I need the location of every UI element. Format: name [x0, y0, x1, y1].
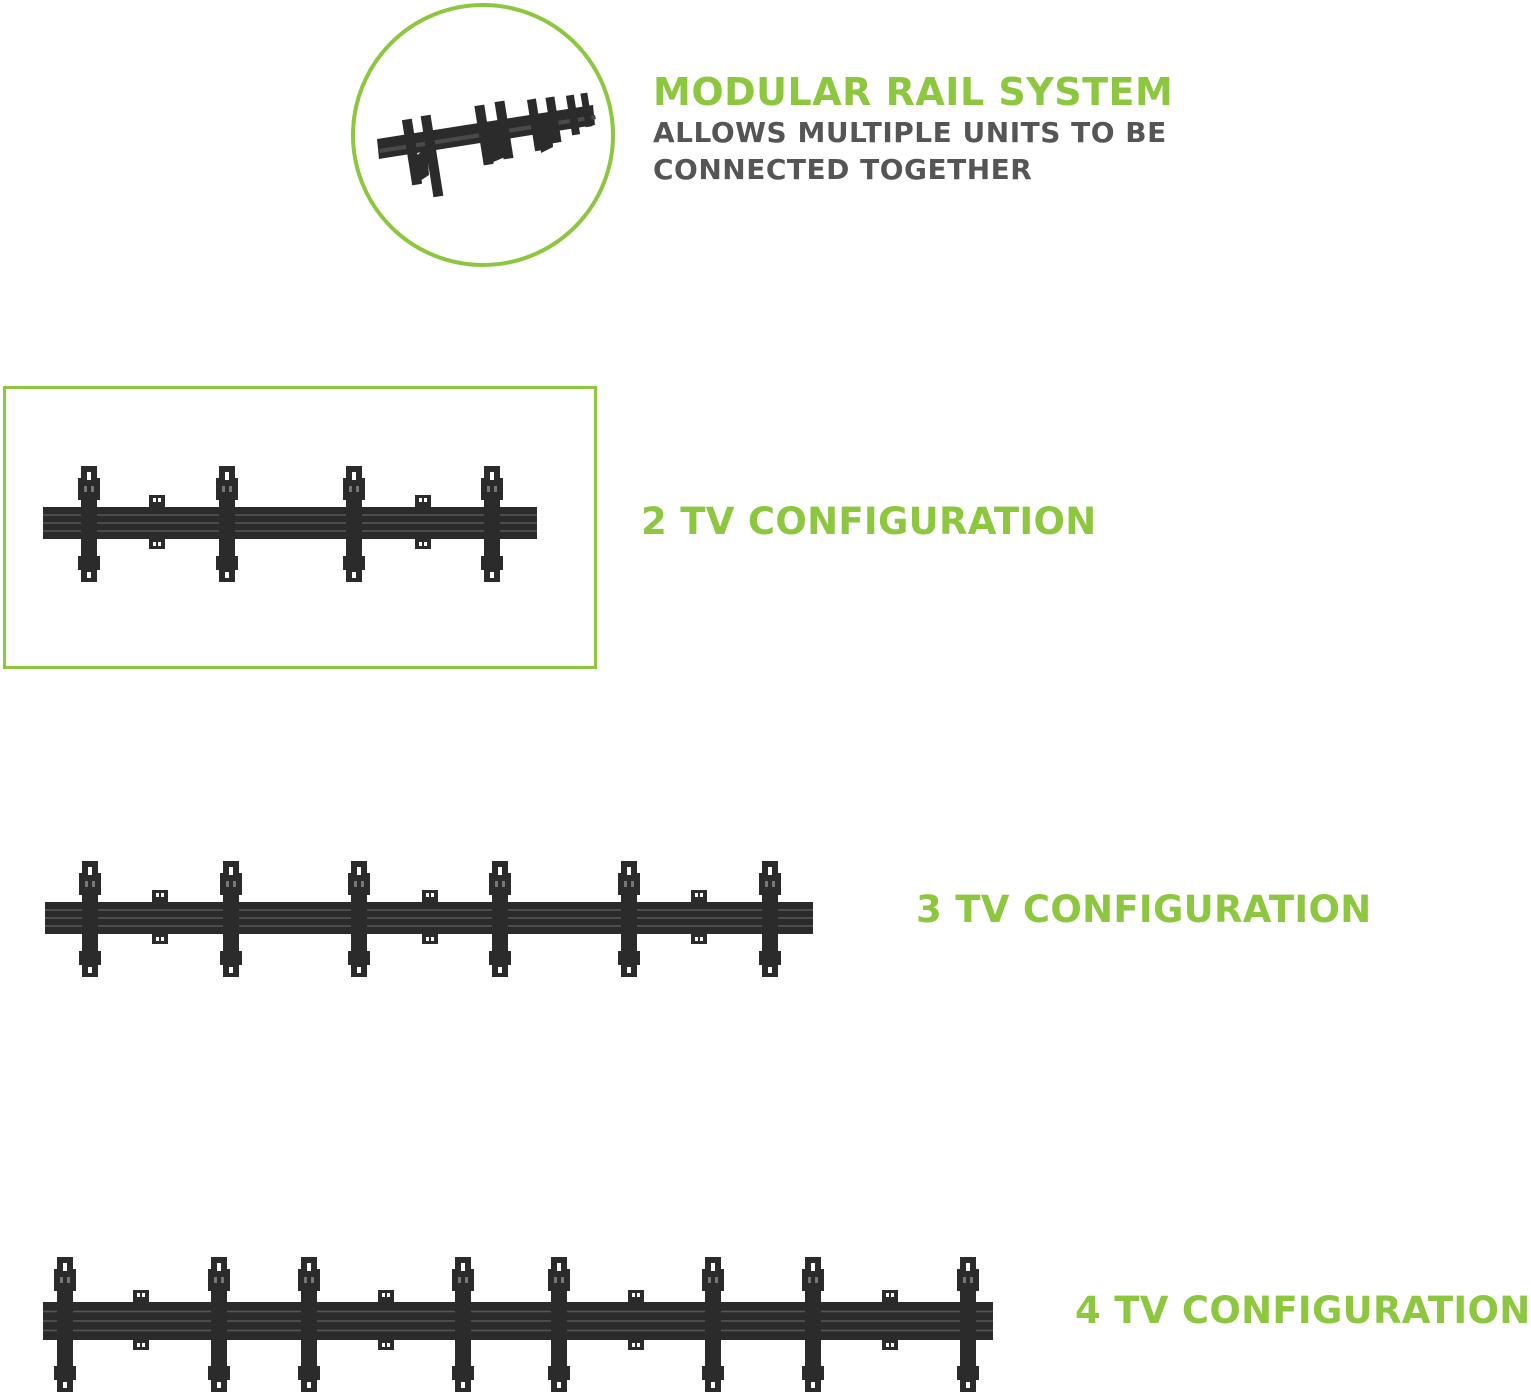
upright-bracket	[343, 466, 365, 582]
rail-groove	[43, 514, 537, 516]
rail-clip	[149, 495, 165, 549]
rail-clip	[133, 1290, 149, 1350]
rail-groove	[43, 1320, 993, 1322]
rail-mount-icon	[43, 466, 537, 582]
upright-bracket	[481, 466, 503, 582]
rail-clip	[378, 1290, 394, 1350]
config-label-3tv: 3 TV CONFIGURATION	[916, 888, 1372, 931]
upright-bracket	[957, 1257, 979, 1392]
upright-bracket	[548, 1257, 570, 1392]
rail-mount-icon	[45, 861, 813, 977]
config-label-2tv: 2 TV CONFIGURATION	[641, 500, 1097, 543]
rail-groove	[43, 1329, 993, 1332]
upright-bracket	[489, 861, 511, 977]
upright-bracket	[759, 861, 781, 977]
rail-clip	[415, 495, 431, 549]
upright-bracket	[802, 1257, 824, 1392]
rail-clip	[628, 1290, 644, 1350]
upright-bracket	[452, 1257, 474, 1392]
upright-bracket	[79, 861, 101, 977]
rail-clip	[882, 1290, 898, 1350]
rail-clip	[422, 890, 438, 944]
rail-groove	[43, 522, 537, 524]
subtitle-line-2: CONNECTED TOGETHER	[653, 153, 1033, 186]
upright-bracket	[54, 1257, 76, 1392]
upright-bracket	[78, 466, 100, 582]
selected-config-frame	[3, 386, 597, 669]
rail-mount-icon	[43, 1257, 993, 1392]
modular-rail-photo-icon	[351, 3, 615, 267]
upright-bracket	[208, 1257, 230, 1392]
rail-groove	[43, 530, 537, 532]
subtitle-line-1: ALLOWS MULTIPLE UNITS TO BE	[653, 116, 1167, 149]
rail-groove	[45, 925, 813, 927]
config-label-4tv: 4 TV CONFIGURATION	[1075, 1289, 1531, 1332]
rail-groove	[45, 909, 813, 911]
upright-bracket	[220, 861, 242, 977]
upright-bracket	[702, 1257, 724, 1392]
upright-bracket	[216, 466, 238, 582]
page-title: MODULAR RAIL SYSTEM	[653, 70, 1174, 114]
rail-clip	[152, 890, 168, 944]
upright-bracket	[298, 1257, 320, 1392]
upright-bracket	[348, 861, 370, 977]
rail-groove	[43, 1310, 993, 1313]
upright-bracket	[618, 861, 640, 977]
rail-groove	[45, 917, 813, 919]
rail-clip	[691, 890, 707, 944]
